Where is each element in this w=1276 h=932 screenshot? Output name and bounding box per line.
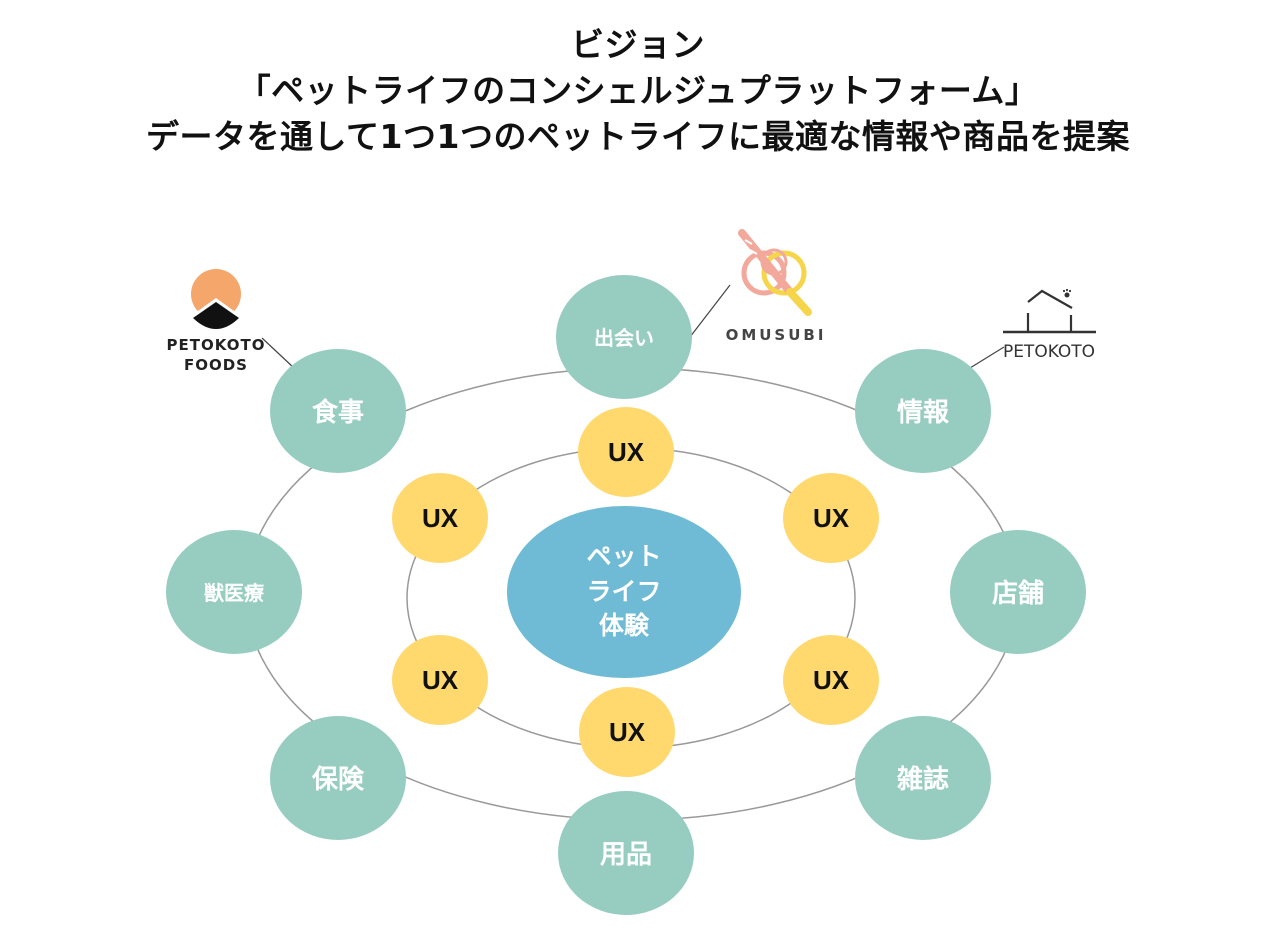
ux-label: UX (608, 437, 645, 467)
ux-label: UX (813, 665, 850, 695)
petokoto-logo-text: PETOKOTO (1003, 342, 1095, 362)
center-node: ペット ライフ 体験 (507, 506, 741, 678)
center-label-line3: 体験 (599, 611, 650, 640)
title-platform: 「ペットライフのコンシェルジュプラットフォーム」 (237, 71, 1039, 110)
ux-node: UX (578, 407, 674, 497)
petokoto-foods-logo-line1: PETOKOTO (167, 336, 266, 354)
petokoto-foods-logo-line2: FOODS (184, 356, 248, 374)
connector-petokoto (969, 346, 1005, 369)
center-label-line1: ペット (586, 542, 661, 571)
service-node-label: 出会い (594, 326, 654, 350)
ux-node: UX (392, 473, 488, 563)
service-node-label: 保険 (311, 764, 365, 795)
service-node-label: 情報 (897, 398, 950, 428)
connector-omusubi (689, 284, 731, 338)
connector-foods (261, 337, 295, 369)
service-node-zasshi: 雑誌 (855, 716, 991, 840)
ux-node: UX (783, 473, 879, 563)
ux-label: UX (422, 665, 459, 695)
ux-node: UX (392, 635, 488, 725)
omusubi-logo: OMUSUBI (726, 229, 827, 344)
ux-label: UX (609, 717, 646, 747)
ux-node: UX (783, 635, 879, 725)
service-node-label: 獣医療 (204, 581, 264, 605)
service-node-deai: 出会い (556, 275, 692, 399)
service-node-tenpo: 店舗 (950, 530, 1086, 654)
service-node-label: 店舗 (992, 579, 1044, 609)
title-vision: ビジョン (571, 25, 705, 64)
sun-over-mountain-logo-icon (191, 269, 241, 331)
service-node-hoken: 保険 (270, 716, 406, 840)
petokoto-foods-logo: PETOKOTO FOODS (167, 269, 266, 374)
service-node-shokuji: 食事 (270, 349, 406, 473)
petokoto-logo: PETOKOTO (1003, 288, 1096, 362)
service-node-label: 雑誌 (896, 764, 949, 795)
mizuhiki-knot-logo-icon (738, 229, 812, 316)
center-label-line2: ライフ (586, 577, 661, 606)
ux-node: UX (579, 687, 675, 777)
omusubi-logo-text: OMUSUBI (726, 326, 827, 344)
service-node-youhin: 用品 (558, 791, 694, 915)
service-node-juuiryou: 獣医療 (166, 530, 302, 654)
service-node-jouhou: 情報 (855, 349, 991, 473)
service-node-label: 食事 (312, 397, 364, 428)
title-proposal: データを通して1つ1つのペットライフに最適な情報や商品を提案 (146, 117, 1130, 156)
title-block: ビジョン 「ペットライフのコンシェルジュプラットフォーム」 データを通して1つ1… (0, 22, 1276, 160)
house-with-paw-logo-icon (1003, 288, 1096, 334)
ux-label: UX (813, 503, 850, 533)
ux-label: UX (422, 503, 459, 533)
service-node-label: 用品 (600, 840, 652, 870)
